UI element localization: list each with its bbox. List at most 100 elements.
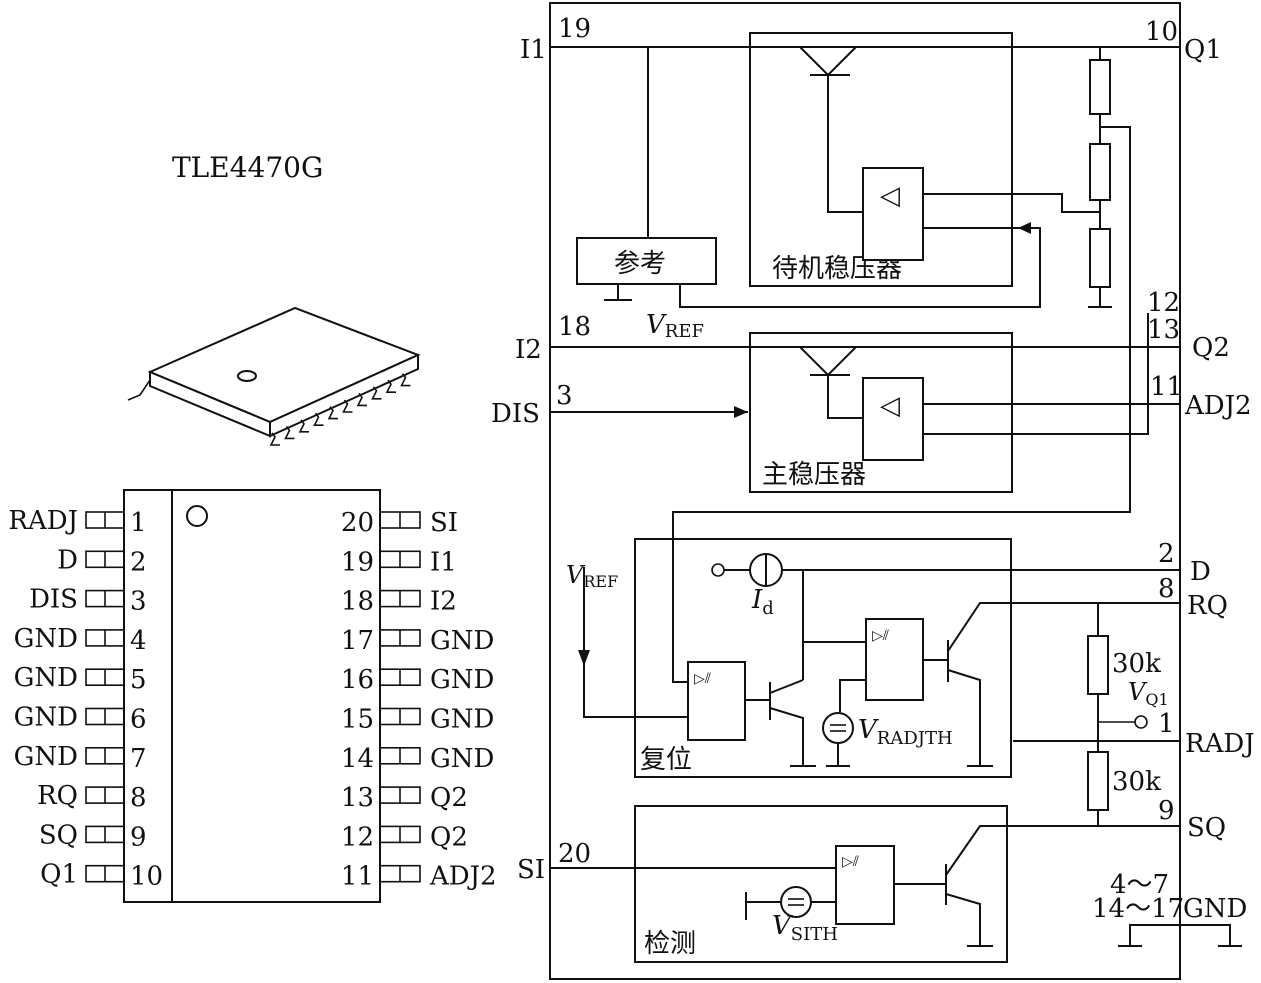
vref-label-main: VREF [646,310,704,342]
radj-comparator [865,618,924,701]
pin-label-q1: Q1 [1184,35,1222,65]
detect-label: 检测 [644,929,696,959]
dip-pin-number: 16 [341,665,374,695]
svg-text:▷⫽: ▷⫽ [694,671,712,687]
package-lead [371,386,382,400]
ic-boundary [549,2,1181,980]
package-lead [298,419,309,433]
svg-text:◁: ◁ [880,391,900,421]
pin-label-radj: RADJ [1185,729,1255,759]
dip-pin-name: GND [14,624,78,654]
dip-pin-number: 1 [130,508,147,538]
pin-num-8: 8 [1158,574,1175,604]
dip-pin-number: 11 [341,862,374,892]
main-regulator-label: 主稳压器 [762,460,866,490]
pin-label-sq: SQ [1187,813,1226,843]
pin-num-11: 11 [1150,372,1183,402]
dip-pin-name: SI [430,508,458,538]
vradjth-label: VRADJTH [858,715,953,749]
dip-pin-name: I2 [430,587,457,617]
r-top-label: 30k [1112,649,1161,679]
package-lead [356,392,367,407]
detect-comparator [835,845,895,925]
dip-pin-number: 6 [130,705,147,735]
dip-pin-number: 17 [341,626,374,656]
dip-pin-number: 4 [130,626,147,656]
pin-label-q2: Q2 [1192,333,1230,363]
vref-label-reset: VREF [566,561,618,591]
pin1-marker [186,505,208,527]
dip-pin-name: RADJ [8,506,78,536]
main-regulator-block [749,332,1013,493]
dip-pin-number: 13 [341,783,374,813]
svg-text:▷⫽: ▷⫽ [842,854,860,870]
pin-num-13: 13 [1147,315,1180,345]
dip-pin-number: 9 [130,822,147,852]
pin-nums-4-7: 4～7 [1110,870,1169,900]
resistor-30k-top [1087,635,1109,695]
resistor-30k-bottom [1087,751,1109,811]
id-label: Id [751,585,774,619]
dip-pin-name: GND [430,705,494,735]
package-lead [400,373,411,387]
r-bottom-label: 30k [1112,767,1161,797]
pin-num-9: 9 [1158,796,1175,826]
pin-num-2: 2 [1158,539,1175,569]
dip-pin-number: 15 [341,705,374,735]
detect-block [634,805,1008,963]
dip-pin-number: 20 [341,508,374,538]
pin-nums-14-17: 14～17 [1092,894,1184,924]
pin-label-i2: I2 [515,335,542,365]
dip-pin-number: 3 [130,587,147,617]
dip-pin-name: GND [14,742,78,772]
package-lead [385,379,396,393]
pin-num-3: 3 [556,381,573,411]
reset-block [634,538,1012,778]
dip-pin-number: 12 [341,822,374,852]
dip-pin-name: GND [14,663,78,693]
dip-pin-number: 18 [341,587,374,617]
vq1-label: VQ1 [1128,678,1169,709]
package-lead [313,412,324,426]
package-lead [269,432,280,446]
dip-pin-name: Q2 [430,783,468,813]
reset-label: 复位 [640,745,692,775]
dip-pin-name: GND [430,744,494,774]
pin-label-i1: I1 [520,35,547,65]
dip-pin-number: 10 [130,862,163,892]
pin-num-12: 12 [1147,288,1180,318]
dip-pin-number: 14 [341,744,374,774]
svg-text:▷⫽: ▷⫽ [872,628,890,644]
package-illustration [127,306,421,446]
vsith-label: VSITH [772,911,838,945]
reference-label: 参考 [614,249,666,279]
dip-pin-name: Q1 [40,860,78,890]
svg-text:◁: ◁ [880,181,900,211]
pin-label-dis: DIS [491,399,540,429]
chip-title: TLE4470G [172,151,323,184]
dip-pin-name: Q2 [430,822,468,852]
dip-pin-number: 7 [130,744,147,774]
vradjth-source [822,712,854,744]
dip-pin-name: D [57,545,78,575]
divider-resistor-1 [1089,59,1111,115]
pin-label-si: SI [517,855,545,885]
pin-label-adj2: ADJ2 [1184,391,1252,421]
dip-pin-name: GND [430,665,494,695]
package-lead [284,425,295,440]
standby-regulator-block [749,32,1013,287]
dip-pin-name: ADJ2 [429,862,497,892]
dip-pin-number: 5 [130,665,147,695]
dip-pin-name: GND [14,703,78,733]
pin-label-rq: RQ [1187,591,1228,621]
pin-num-20: 20 [558,839,591,869]
dip-pin-number: 2 [130,547,147,577]
dip-pin-number: 19 [341,547,374,577]
dip-pin-name: DIS [29,585,78,615]
package-lead [342,399,353,413]
pin-num-18: 18 [558,312,591,342]
package-lead [327,406,338,420]
divider-resistor-2 [1089,143,1111,201]
